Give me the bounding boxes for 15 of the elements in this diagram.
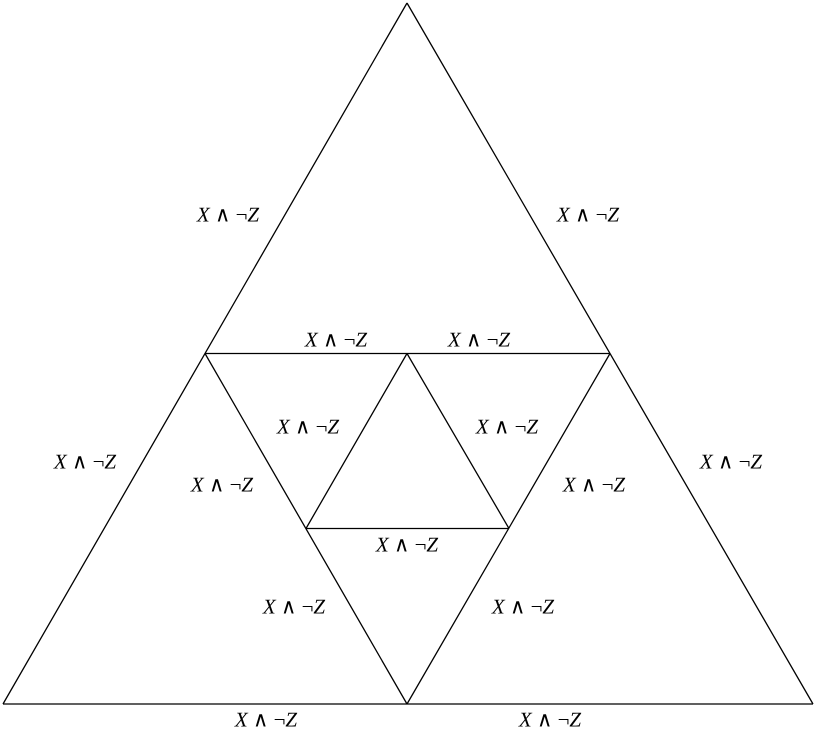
segment-label: X ∧ ¬Z (276, 415, 340, 439)
segment-label: X ∧ ¬Z (304, 328, 368, 352)
segment-label: X ∧ ¬Z (492, 595, 554, 619)
segment-label: X ∧ ¬Z (376, 533, 438, 557)
segment-label: X ∧ ¬Z (234, 708, 298, 730)
segment-label: X ∧ ¬Z (518, 708, 582, 730)
segment-label: X ∧ ¬Z (448, 328, 510, 352)
segment-label: X ∧ ¬Z (556, 203, 620, 227)
segment-label: X ∧ ¬Z (196, 203, 260, 227)
segment-label: X ∧ ¬Z (190, 473, 254, 497)
segment-label: X ∧ ¬Z (262, 595, 326, 619)
segment-label: X ∧ ¬Z (54, 450, 116, 474)
segment-label: X ∧ ¬Z (476, 415, 538, 439)
segment-label: X ∧ ¬Z (700, 450, 762, 474)
segment-label: X ∧ ¬Z (562, 473, 626, 497)
